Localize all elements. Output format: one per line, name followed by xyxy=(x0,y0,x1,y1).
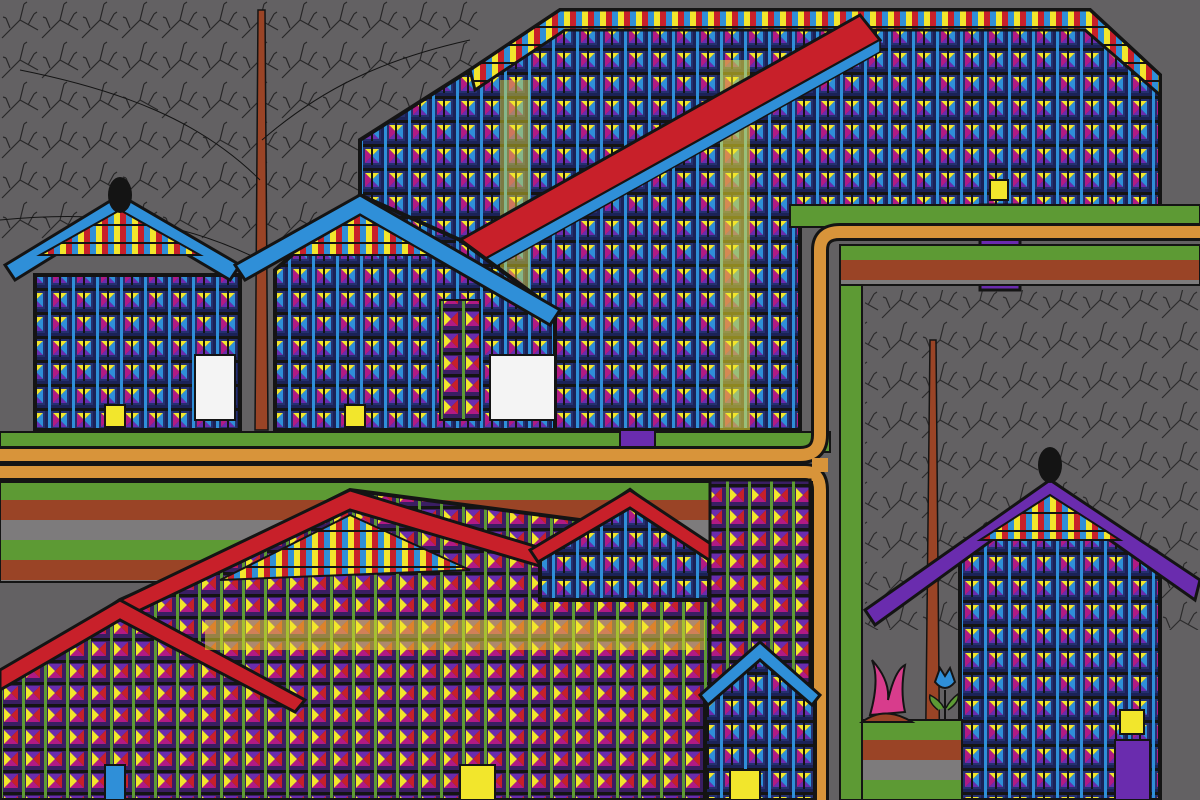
diagonal-red-roof-band xyxy=(457,13,883,274)
large-house-bottom-left xyxy=(0,487,712,800)
orange-road xyxy=(0,223,1200,800)
house-top-left xyxy=(2,177,243,456)
house-top-middle xyxy=(232,192,563,456)
small-blue-roof-house xyxy=(697,639,823,800)
green-ground-bottom-right xyxy=(861,719,963,800)
blue-flower xyxy=(928,665,960,720)
pink-plant xyxy=(858,659,916,723)
house-bottom-right xyxy=(862,447,1200,800)
